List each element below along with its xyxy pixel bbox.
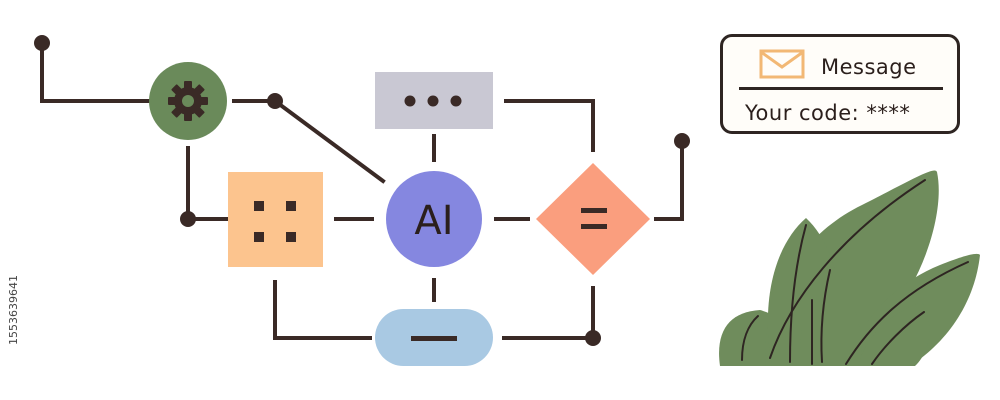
connector-minus-to-end: [502, 286, 595, 340]
endpoint-dots: [34, 35, 690, 346]
connector-equals-to-endpoint: [654, 139, 684, 221]
grid-node: [228, 172, 323, 267]
ellipsis-icon: [404, 95, 462, 107]
endpoint-dot-start: [34, 35, 50, 51]
equals-icon: [581, 208, 607, 229]
minus-node: [375, 309, 493, 366]
endpoint-dot-junction: [267, 93, 283, 109]
minus-icon: [411, 336, 457, 341]
grid-dots-icon: [254, 201, 296, 242]
ai-label: AI: [414, 198, 453, 244]
message-code-text: Your code: ****: [745, 101, 911, 125]
gear-node: [149, 62, 227, 140]
equals-node: [536, 163, 650, 275]
plant-leaf-front-right: [858, 302, 930, 366]
stock-image-id-text: 1553639641: [7, 275, 20, 345]
endpoint-dot-right: [674, 133, 690, 149]
message-divider: [739, 87, 943, 90]
connector-diagonal-to-ai: [272, 98, 386, 184]
connector-start-to-gear: [40, 41, 152, 103]
dots-node: [375, 72, 493, 129]
envelope-icon: [759, 49, 805, 79]
plant-leaf-middle: [799, 262, 862, 366]
plant-leaf-veins: [741, 179, 969, 365]
connector-gear-down: [186, 146, 230, 221]
endpoint-dot-left: [180, 211, 196, 227]
connector-dots-to-equals: [504, 99, 595, 152]
connector-grid-to-minus: [273, 280, 372, 340]
connector-lines: [40, 41, 684, 340]
message-title: Message: [821, 55, 917, 79]
endpoint-dot-bottom: [585, 330, 601, 346]
gear-icon: [168, 81, 208, 121]
stock-image-id: 1553639641: [2, 255, 20, 345]
message-card: Message Your code: ****: [720, 34, 960, 134]
plant-illustration: [719, 170, 980, 366]
ai-node: AI: [386, 171, 482, 267]
